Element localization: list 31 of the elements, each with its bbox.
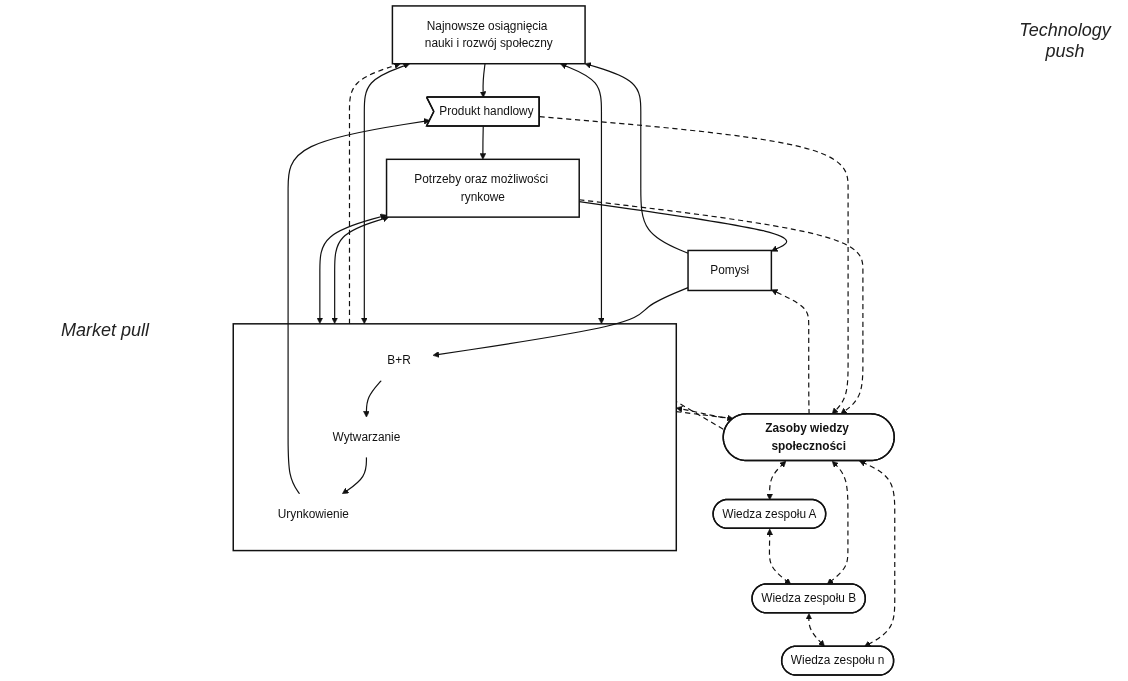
node-text: Wytwarzanie [332,430,401,444]
arrow [316,213,387,324]
node-text: Urynkowienie [277,507,349,520]
arrow [771,289,810,415]
arrow [363,379,382,418]
arrow [348,62,401,325]
arrow [342,456,368,495]
arrow [361,62,410,325]
arrow [287,118,431,495]
arrow [805,613,825,647]
cluster [232,323,678,552]
arrow [675,411,734,422]
node-box [385,158,580,218]
annotation-text: Technology push [1018,20,1113,62]
arrow [560,63,605,325]
arrow [479,125,487,160]
node-box [687,249,773,292]
arrow [538,116,849,415]
node-text: B+R [387,353,411,367]
arrow [766,528,792,585]
node-box [391,5,586,65]
flowchart-diagram: Najnowsze osiągnięcia nauki i rozwój społeczny Pomysł B+R Wytwarzanie Urynkowienie Produkt handlowy Potrzeby oraz możliwości rynkowe Zasoby wiedzy społeczności Wiedza zespołu A Wiedza zespołu B Wiedza zespołu n [150,0,978,681]
annotation-text: Market pull [60,320,151,341]
arrow [584,62,689,254]
arrow [826,460,849,585]
arrow [432,287,689,358]
arrow [766,460,787,501]
arrow [331,215,390,324]
arrow [479,63,487,98]
arrow [859,460,896,647]
connector [675,401,724,430]
